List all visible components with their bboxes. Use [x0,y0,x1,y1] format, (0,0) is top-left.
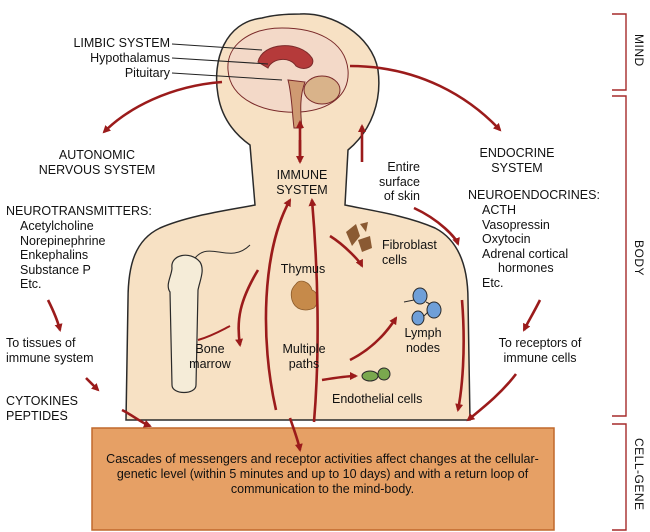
arrow-loop-to-lymph [349,316,398,362]
brainstem [287,79,306,129]
neurotransmitter-item: Etc. [20,277,42,291]
skin-line-2: surface [379,174,420,189]
lymph-nodes-label: Lymph nodes [392,326,454,355]
body-side-label: BODY [632,240,646,277]
neuroendocrines-list: ACTH Vasopressin Oxytocin Adrenal cortic… [482,203,568,290]
arrow-to-endocrine [349,64,502,132]
to-receptors-line-2: immune cells [503,350,577,365]
neuroendocrine-item: Oxytocin [482,232,531,246]
arrow-loop-right-up [308,198,319,423]
endothelial-label: Endothelial cells [332,392,423,406]
arrow-to-cytokines [85,377,100,392]
limbic-structure [257,45,314,69]
neurotransmitter-item: Norepinephrine [20,233,106,248]
mind-side-label: MIND [632,34,646,67]
neuroendocrine-item: Vasopressin [482,217,550,232]
autonomic-line-2: NERVOUS SYSTEM [38,162,156,177]
arrow-to-autonomic [102,80,223,134]
arrow-neurotransmitters-down [46,299,63,332]
thymus-organ [290,280,318,311]
arrow-skin-to-neuroendocrines [413,206,460,246]
skin-line-1: Entire [387,160,420,174]
lymph-vessels [403,299,431,317]
bone-marrow-connector [197,325,231,341]
autonomic-label: AUTONOMIC NERVOUS SYSTEM [22,148,172,177]
fibroblast-label: Fibroblast cells [382,238,437,267]
lymph-cell-1 [412,287,428,305]
skin-line-3: of skin [383,189,420,203]
cascade-text: Cascades of messengers and receptor acti… [106,452,539,496]
arrow-body-to-box [455,299,465,412]
fibroblast-cell-3 [360,222,368,232]
endothelial-cell-1 [361,370,379,382]
thymus-label: Thymus [280,262,326,276]
arrow-loop-to-bone [235,269,260,347]
neuroendocrine-item: ACTH [482,203,517,217]
arrow-neuroendocrines-down [522,299,542,332]
fibroblast-cell-2 [358,236,372,252]
lymph-cell-3 [411,310,425,326]
arrow-cytokines-to-box [121,408,152,428]
neurotransmitters-list: Acetylcholine Norepinephrine Enkephalins… [20,219,105,292]
immune-line-1: IMMUNE [276,168,328,182]
lymph-line-1: Lymph [404,326,442,340]
body-bracket [612,95,627,417]
arrow-receptors-to-box [466,373,518,422]
humerus-bone [167,254,203,394]
pituitary-pointer [171,72,283,81]
neuroendocrines-heading: NEUROENDOCRINES: [468,188,600,202]
multiple-paths-label: Multiple paths [266,342,342,371]
endocrine-line-2: SYSTEM [491,160,543,175]
lymph-cell-2 [426,301,442,319]
neurotransmitter-item: Enkephalins [20,248,89,262]
arrow-box-loop [288,417,303,452]
immune-system-label: IMMUNE SYSTEM [262,168,342,197]
neurotransmitters-heading: NEUROTRANSMITTERS: [6,204,152,218]
cell-gene-bracket [612,423,627,531]
to-tissues-line-1: To tissues of [6,336,76,350]
fibroblast-cell-1 [346,224,360,246]
limbic-system-label: LIMBIC SYSTEM [73,36,170,50]
neurotransmitter-item: Substance P [20,262,91,277]
arrow-loop-left-up [264,198,292,411]
body-silhouette [125,13,471,421]
hypothalamus-label: Hypothalamus [90,51,170,65]
mind-bracket [612,13,627,91]
multiple-paths-line-2: paths [288,356,320,371]
arrow-to-endothelial [321,372,358,382]
nerve-line [194,244,251,259]
cytokines-label: CYTOKINES PEPTIDES [6,394,78,423]
neuroendocrine-item: Etc. [482,275,504,290]
cascade-box [91,427,555,531]
to-tissues-label: To tissues of immune system [6,336,94,365]
immune-line-2: SYSTEM [276,182,328,197]
pituitary-label: Pituitary [124,66,170,80]
fibroblast-line-1: Fibroblast [382,238,437,252]
endothelial-cell-2 [377,367,391,381]
to-receptors-line-1: To receptors of [498,336,582,350]
lymph-line-2: nodes [405,340,441,355]
neurotransmitter-item: Acetylcholine [20,219,94,233]
neuroendocrine-item: Adrenal cortical [482,246,569,261]
endocrine-line-1: ENDOCRINE [479,146,555,160]
bone-marrow-label: Bone marrow [180,342,240,371]
limbic-pointer [171,43,263,51]
arrow-loop-to-fibroblast [329,234,364,268]
cerebellum [303,75,341,105]
hypothalamus-pointer [171,57,269,65]
skin-label: Entire surface of skin [348,160,420,204]
cell-gene-side-label: CELL-GENE [632,438,646,511]
to-tissues-line-2: immune system [6,350,94,365]
to-receptors-label: To receptors of immune cells [480,336,600,365]
neuroendocrine-item: hormones [498,261,554,275]
bone-marrow-line-2: marrow [189,356,231,371]
fibroblast-line-2: cells [382,252,408,267]
cytokines-line-1: CYTOKINES [6,394,79,408]
cytokines-line-2: PEPTIDES [6,408,68,423]
autonomic-line-1: AUTONOMIC [58,148,136,162]
multiple-paths-line-1: Multiple [282,342,326,356]
endocrine-label: ENDOCRINE SYSTEM [462,146,572,175]
bone-marrow-line-1: Bone [195,342,225,356]
